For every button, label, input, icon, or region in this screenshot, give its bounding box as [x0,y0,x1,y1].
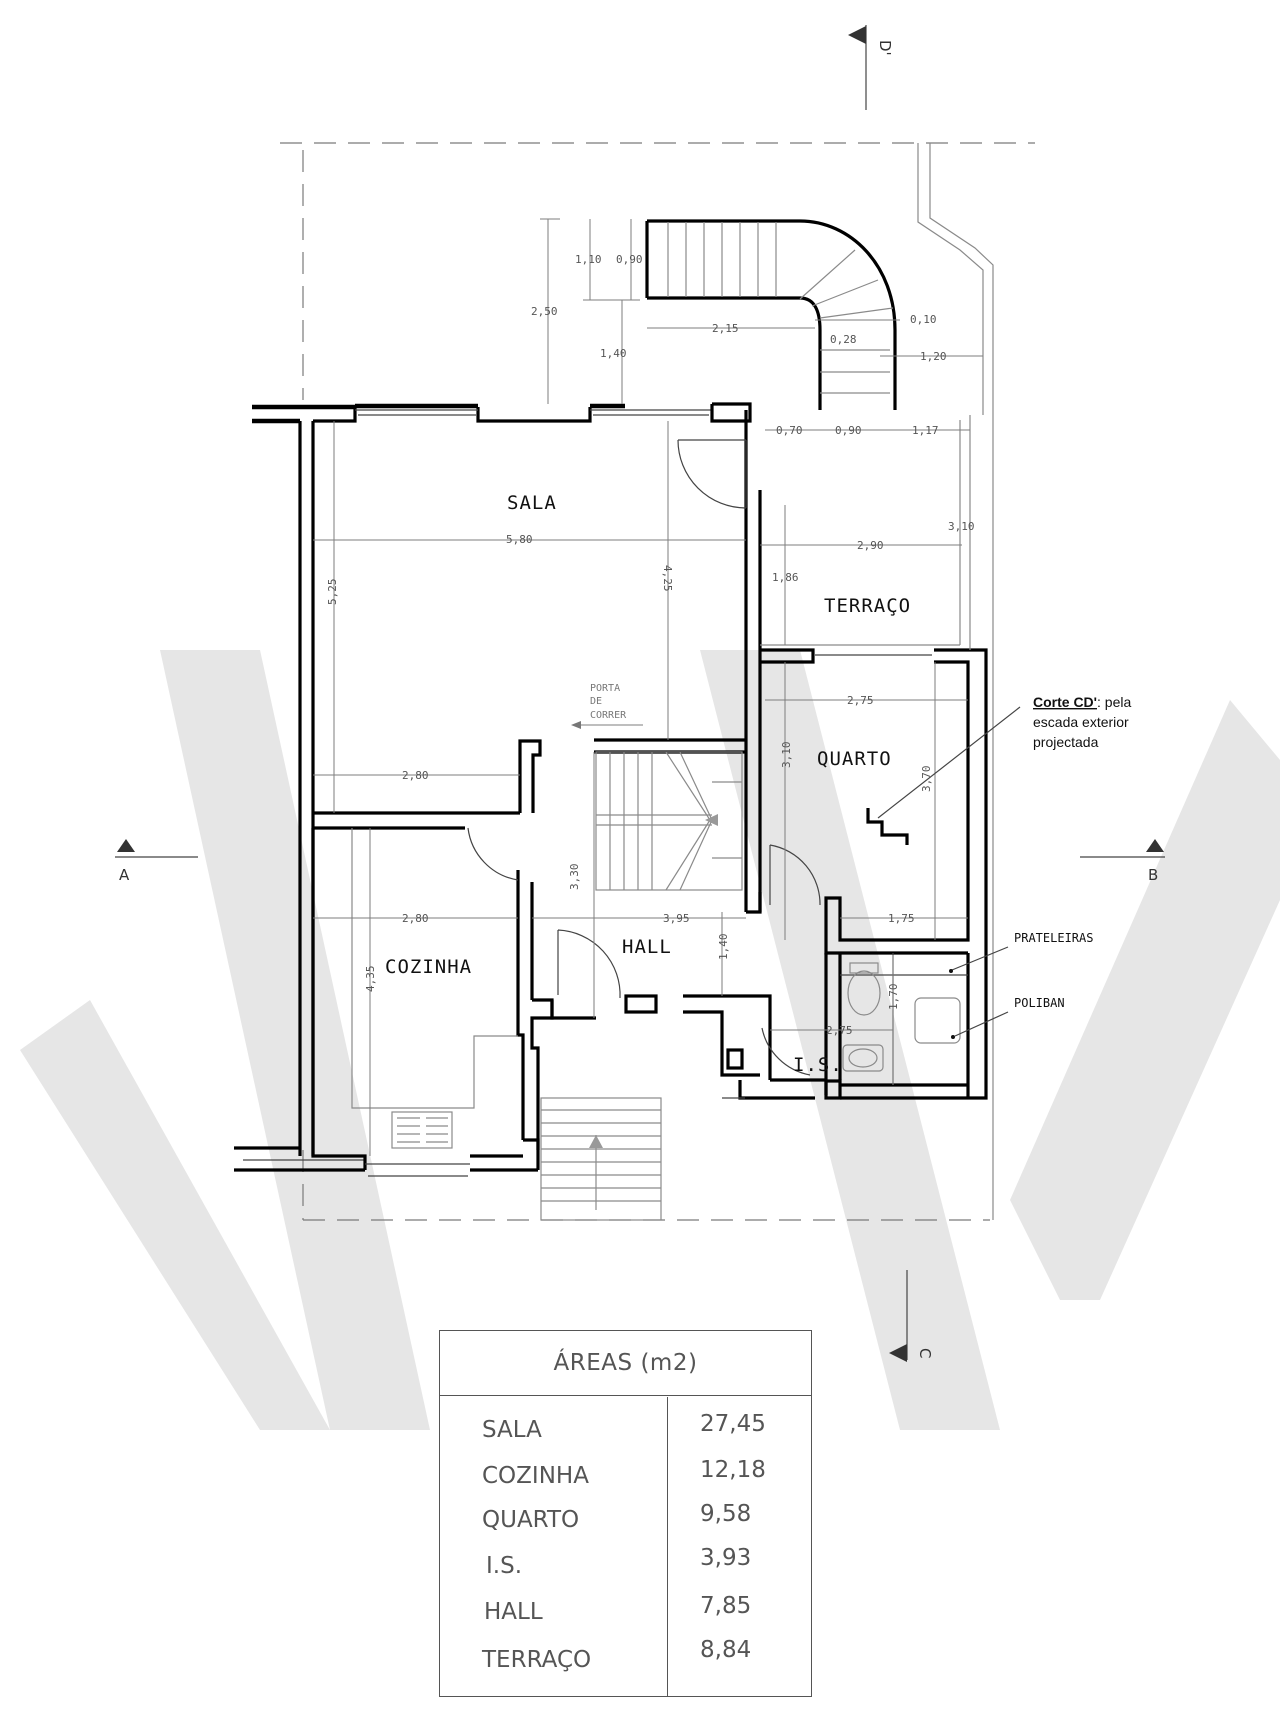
area-name: COZINHA [482,1463,589,1489]
area-name: I.S. [486,1553,523,1579]
bathroom-fixtures [842,962,961,1072]
dim-3-10b: 3,10 [780,742,793,769]
dim-0-90b: 0,90 [835,424,862,437]
dim-3-70: 3,70 [920,766,933,793]
room-labels: SALA TERRAÇO QUARTO COZINHA HALL I.S. [385,492,911,1076]
dim-1-17: 1,17 [912,424,939,437]
corte-rest: : pela [1097,694,1131,710]
dim-3-95: 3,95 [663,912,690,925]
section-marker-a: A [115,839,198,884]
dim-2-75b: 2,75 [826,1024,853,1037]
interior-stair [595,751,743,891]
section-marker-b: B [1080,839,1165,884]
doors [467,439,821,1076]
room-label-hall: HALL [622,936,672,958]
section-marker-d: D' [848,25,894,110]
area-value: 8,84 [700,1637,752,1663]
area-name: TERRAÇO [482,1647,592,1673]
label-poliban: POLIBAN [1014,996,1065,1010]
dimension-lines [313,218,983,1156]
room-label-quarto: QUARTO [817,748,892,770]
entrance-stair [540,1097,662,1221]
dim-1-40b: 1,40 [717,934,730,961]
area-name: QUARTO [482,1507,580,1533]
area-name: SALA [482,1417,542,1443]
section-label-b: B [1148,866,1158,884]
section-label-c: C [916,1348,934,1358]
dim-0-70: 0,70 [776,424,803,437]
exterior-stair-top [645,219,897,410]
areas-table-divider [667,1397,668,1696]
porta-line-1: PORTA [590,683,620,694]
section-label-a: A [119,866,130,884]
dim-4-35: 4,35 [364,966,377,993]
porta-line-3: CORRER [590,710,627,721]
dim-5-80: 5,80 [506,533,533,546]
windows [358,414,932,1177]
room-label-cozinha: COZINHA [385,956,472,978]
dim-1-40a: 1,40 [600,347,627,360]
dim-3-30: 3,30 [568,864,581,891]
room-label-sala: SALA [507,492,557,514]
areas-table-title: ÁREAS (m2) [440,1331,811,1396]
sliding-door-note: PORTA DE CORRER [571,683,643,729]
corte-title: Corte CD' [1033,694,1097,710]
dim-1-10: 1,10 [575,253,602,266]
watermark-logo [20,650,1280,1430]
table-row: HALL 7,85 [440,1593,811,1643]
table-row: QUARTO 9,58 [440,1501,811,1551]
table-row: I.S. 3,93 [440,1545,811,1597]
dim-0-90: 0,90 [616,253,643,266]
areas-table: ÁREAS (m2) SALA 27,45 COZINHA 12,18 QUAR… [439,1330,812,1697]
dim-2-80b: 2,80 [402,912,429,925]
area-value: 7,85 [700,1593,752,1619]
room-label-is: I.S. [793,1054,843,1076]
dim-0-28: 0,28 [830,333,857,346]
corte-line-2: escada exterior [1033,714,1129,730]
dim-1-20: 1,20 [920,350,947,363]
area-value: 3,93 [700,1545,752,1571]
table-row: SALA 27,45 [440,1411,811,1461]
dim-2-90: 2,90 [857,539,884,552]
dim-3-10a: 3,10 [948,520,975,533]
area-value: 27,45 [700,1411,766,1437]
dim-4-25: 4,25 [661,565,674,592]
dim-2-15: 2,15 [712,322,739,335]
plot-boundary [280,142,1035,1221]
fixture-notes: PRATELEIRAS POLIBAN [949,931,1093,1039]
corte-line-3: projectada [1033,734,1099,750]
dimension-labels: 1,10 0,90 2,50 1,40 2,15 0,28 0,10 1,20 … [326,253,975,1037]
dim-5-25: 5,25 [326,579,339,606]
section-label-d: D' [876,40,894,56]
section-marker-c: C [889,1270,934,1362]
area-name: HALL [484,1599,543,1625]
dim-2-75a: 2,75 [847,694,874,707]
svg-text:Corte CD': pela: Corte CD': pela [1033,694,1131,710]
table-row: COZINHA 12,18 [440,1457,811,1507]
area-value: 9,58 [700,1501,752,1527]
dim-0-10: 0,10 [910,313,937,326]
areas-table-body: SALA 27,45 COZINHA 12,18 QUARTO 9,58 I.S… [440,1397,811,1696]
area-value: 12,18 [700,1457,766,1483]
room-label-terraco: TERRAÇO [824,595,911,617]
dim-1-75: 1,75 [888,912,915,925]
section-cd-note: Corte CD': pela escada exterior projecta… [866,694,1131,845]
table-row: TERRAÇO 8,84 [440,1637,811,1691]
dim-2-80a: 2,80 [402,769,429,782]
dim-1-86: 1,86 [772,571,799,584]
dim-1-70: 1,70 [887,984,900,1011]
porta-line-2: DE [590,696,602,707]
dim-2-50: 2,50 [531,305,558,318]
label-prateleiras: PRATELEIRAS [1014,931,1093,945]
kitchen-counter [351,828,518,1149]
walls [234,402,988,1172]
